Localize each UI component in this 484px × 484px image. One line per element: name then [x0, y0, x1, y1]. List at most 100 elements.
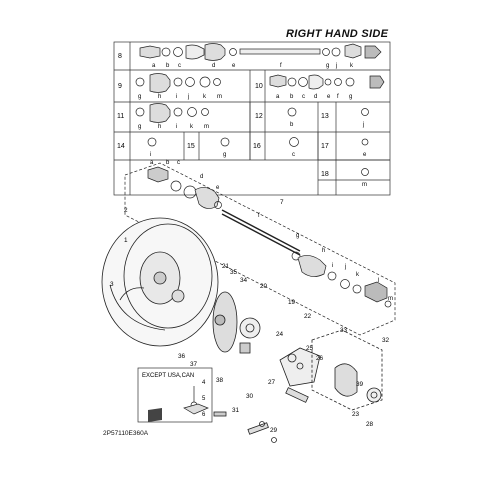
row-num-8: 8	[118, 53, 122, 60]
row-num-11: 11	[117, 113, 124, 120]
callout-24: 24	[276, 331, 284, 338]
diagram-code: 2P57110E360A	[103, 430, 149, 437]
row-num-18: 18	[321, 171, 329, 178]
shaft-letter-b: b	[166, 160, 170, 166]
row-num-16: 16	[253, 143, 261, 150]
callout-2: 2	[124, 207, 128, 214]
row-9-letter-i: i	[176, 94, 177, 100]
row-11-parts	[135, 103, 209, 123]
row-15-letter-g: g	[223, 152, 226, 158]
shaft-letter-j: j	[344, 264, 346, 270]
hub-and-brake	[212, 291, 383, 443]
callout-34: 34	[240, 277, 248, 284]
shaft-letter-a: a	[150, 160, 154, 166]
callout-7: 7	[280, 199, 284, 206]
row-11-letter-g: g	[138, 124, 141, 130]
callout-30: 30	[246, 393, 254, 400]
inset-label-6: 6	[202, 412, 206, 418]
row-12-letter-b: b	[290, 122, 294, 128]
drive-shaft-assembly	[124, 162, 396, 336]
row-11-letter-k: k	[190, 124, 194, 130]
callout-28: 28	[366, 421, 374, 428]
callout-39: 39	[356, 381, 364, 388]
row-9-parts	[135, 73, 221, 93]
row-9-letter-k: k	[203, 94, 207, 100]
shaft-letter-e: e	[216, 185, 220, 191]
callout-21: 21	[222, 263, 230, 270]
row-14-letter-i: i	[150, 152, 151, 158]
row-10-letter-a: a	[276, 94, 280, 100]
callout-23: 23	[352, 411, 360, 418]
row-9-letter-m: m	[217, 94, 222, 100]
row-8-letter-f: f	[280, 63, 282, 69]
callout-19: 19	[288, 299, 296, 306]
callout-22: 22	[304, 313, 312, 320]
row-11-letter-m: m	[204, 124, 209, 130]
shaft-letters: a b c d e f g h i j k l m	[150, 160, 393, 302]
row-10-letter-c: c	[302, 94, 305, 100]
row-16-letter-c: c	[292, 152, 295, 158]
row-8-letter-d: d	[212, 63, 215, 69]
shaft-letter-f: f	[258, 213, 260, 219]
callout-27: 27	[268, 379, 276, 386]
row-8-letter-g: g	[326, 63, 329, 69]
row-10-letter-b: b	[290, 94, 294, 100]
row-11-letter-i: i	[176, 124, 177, 130]
callout-20: 20	[260, 283, 268, 290]
row-8-letter-a: a	[152, 63, 156, 69]
row-9-letters: g h i j k m	[138, 94, 222, 100]
row-11-letters: g h i k m	[138, 124, 209, 130]
inset-box: EXCEPT USA,CAN 4 5 6	[137, 367, 213, 423]
row-10-letter-g: g	[349, 94, 352, 100]
row-num-15: 15	[187, 143, 195, 150]
row-num-12: 12	[255, 113, 263, 120]
callout-25: 25	[306, 345, 314, 352]
row-num-14: 14	[117, 143, 125, 150]
row-10-letter-e: e	[327, 94, 331, 100]
row-18-letter-m: m	[362, 182, 367, 188]
shaft-letter-i: i	[332, 263, 333, 269]
row-8-letter-e: e	[232, 63, 236, 69]
row-8-letters: a b c d e f g j k	[152, 63, 354, 69]
shaft-letter-h: h	[322, 248, 325, 254]
single-part-letters: b j i g c e m	[150, 122, 367, 188]
shaft-letter-c: c	[177, 160, 180, 166]
row-10-letters: a b c d e f g	[276, 94, 352, 100]
callout-33: 33	[340, 327, 348, 334]
row-num-9: 9	[118, 83, 122, 90]
callout-1: 1	[124, 237, 128, 244]
callout-29: 29	[270, 427, 278, 434]
row-8-letter-c: c	[178, 63, 181, 69]
row-10-letter-f: f	[337, 94, 339, 100]
callout-3: 3	[110, 281, 114, 288]
row-9-letter-g: g	[138, 94, 141, 100]
row-9-letter-h: h	[158, 94, 161, 100]
wheel-assembly	[101, 217, 219, 347]
row-num-13: 13	[321, 113, 329, 120]
row-8-letter-k: k	[350, 63, 354, 69]
shaft-letter-l: l	[378, 278, 379, 284]
callout-31: 31	[232, 407, 240, 414]
row-17-letter-e: e	[363, 152, 367, 158]
callout-numbers: 1 2 3 7 19 20 21 22 23 24 25 26 27 28 29…	[110, 199, 390, 434]
row-10-letter-d: d	[314, 94, 317, 100]
shaft-letter-m: m	[388, 296, 393, 302]
inset-label-5: 5	[202, 396, 206, 402]
shaft-letter-k: k	[356, 272, 360, 278]
row-10-parts	[269, 74, 385, 90]
row-num-17: 17	[321, 143, 329, 150]
page-title: RIGHT HAND SIDE	[286, 28, 389, 40]
single-part-cells	[147, 107, 369, 176]
row-8-parts	[139, 43, 382, 61]
row-8-letter-b: b	[166, 63, 170, 69]
callout-26: 26	[316, 355, 324, 362]
row-num-10: 10	[255, 83, 263, 90]
callout-36: 36	[178, 353, 186, 360]
parts-flag-icon	[148, 408, 162, 422]
inset-caption: EXCEPT USA,CAN	[142, 373, 194, 379]
shaft-letter-d: d	[200, 174, 203, 180]
table-row-numbers: 8 9 10 11 12 13 14 15 16 17 18	[117, 53, 329, 178]
row-8-letter-j: j	[335, 63, 337, 69]
